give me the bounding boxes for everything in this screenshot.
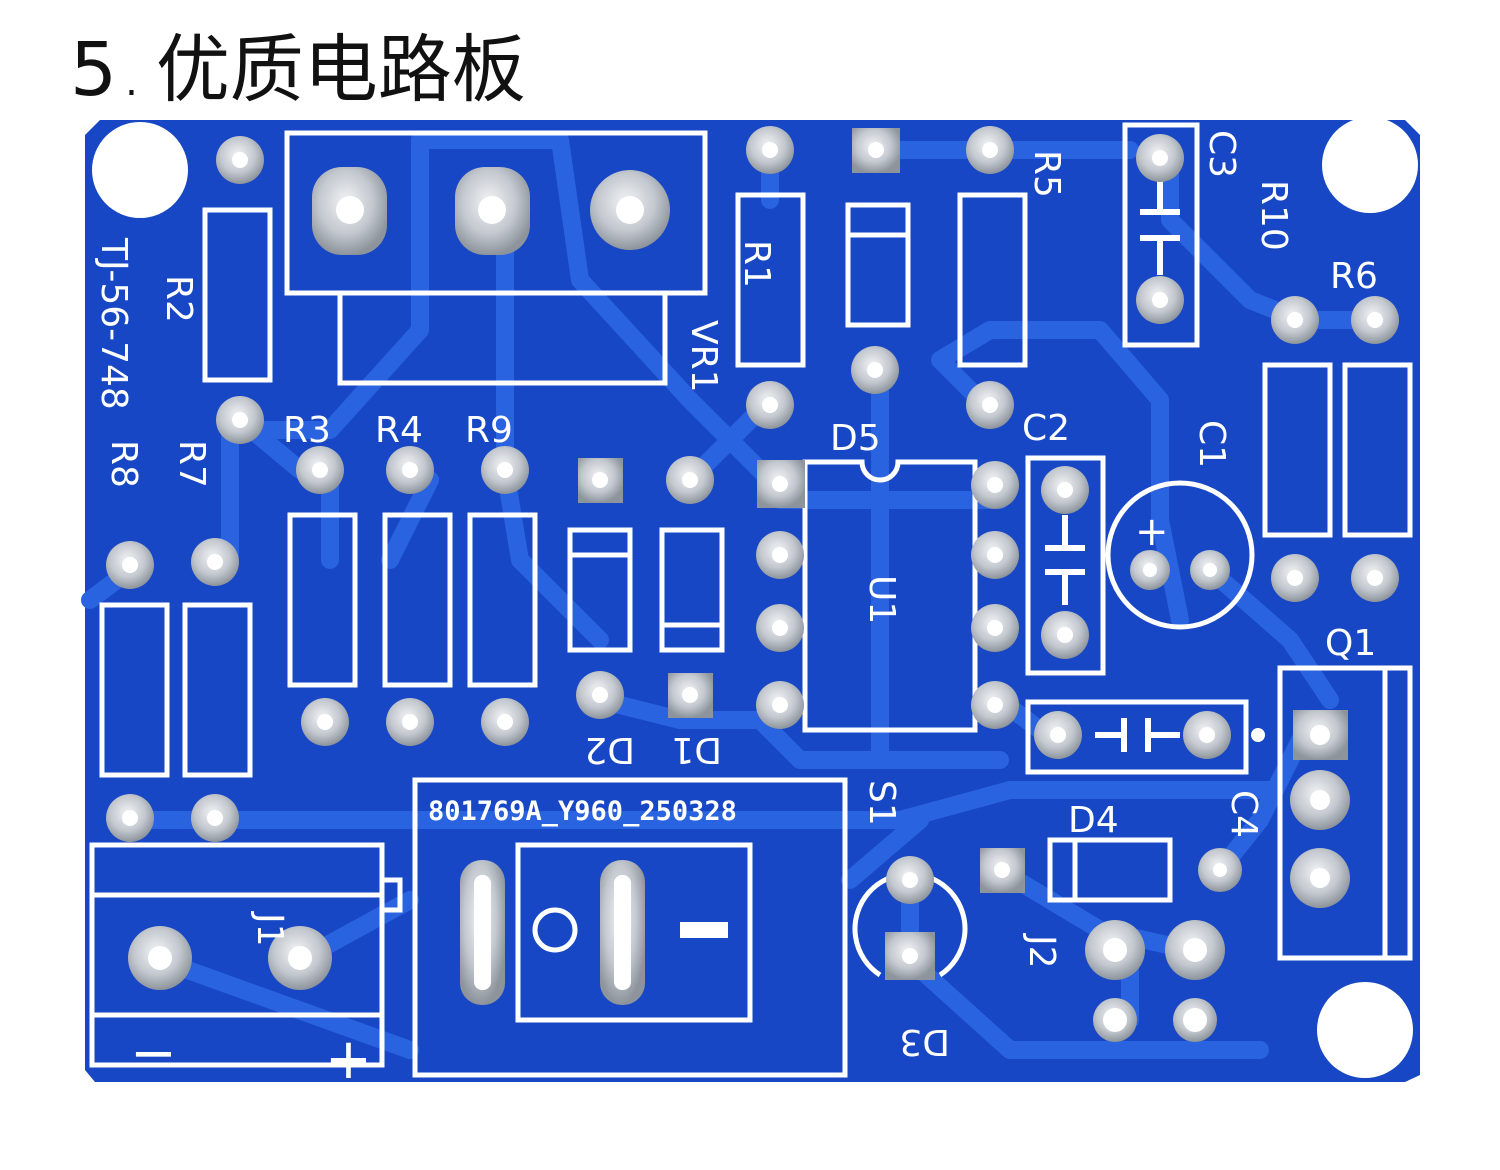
label-j2: J2: [1021, 933, 1062, 969]
label-r2: R2: [158, 275, 199, 323]
label-s1: S1: [861, 780, 902, 826]
label-r8: R8: [103, 440, 144, 488]
switch-minus-mark: [680, 922, 728, 938]
label-r10: R10: [1253, 180, 1294, 251]
solder-pads: [106, 126, 1399, 1042]
mount-hole-tr: [1322, 117, 1418, 213]
label-r9: R9: [465, 410, 513, 451]
c3-outline: [1122, 122, 1200, 348]
label-u1: U1: [861, 575, 902, 624]
d5-outline: [845, 202, 911, 328]
board-code: TJ-56-748: [93, 237, 134, 410]
label-c1-plus: +: [1135, 509, 1169, 555]
title-text: 优质电路板: [155, 27, 526, 113]
title-separator: .: [125, 59, 138, 105]
r9-outline: [467, 512, 538, 688]
u1-outline: [802, 459, 978, 733]
vr1-body: [337, 290, 668, 386]
mount-hole-tl: [92, 122, 188, 218]
label-vr1: VR1: [683, 320, 724, 393]
label-r7: R7: [171, 440, 212, 488]
c4-marker-dot: [1251, 728, 1265, 742]
label-plus: +: [325, 1027, 372, 1092]
mount-hole-br: [1317, 982, 1413, 1078]
r4-outline: [382, 512, 453, 688]
silk-labels: TJ-56-748 R2 R1 R5 C3 R10 R6 VR1 R3 R4 R…: [93, 130, 1378, 1092]
j1-outline: [89, 842, 385, 1068]
r1-outline: [735, 192, 806, 368]
label-r6: R6: [1330, 256, 1378, 297]
label-r3: R3: [283, 410, 331, 451]
label-d4: D4: [1068, 800, 1119, 841]
r8-outline: [99, 602, 170, 778]
switch-block-outline: [412, 777, 848, 1078]
d4-outline: [1047, 837, 1173, 903]
label-c4: C4: [1223, 790, 1264, 838]
label-q1: Q1: [1325, 623, 1376, 664]
r5-outline: [957, 192, 1028, 368]
c2-outline: [1025, 455, 1106, 676]
label-r5: R5: [1026, 150, 1067, 198]
r10-outline: [1262, 362, 1333, 538]
c1-outline: [1105, 480, 1255, 630]
r7-outline: [182, 602, 253, 778]
c4-outline: [1025, 699, 1249, 775]
title-number: 5: [70, 27, 120, 113]
page-title: 5 . 优质电路板: [70, 10, 526, 113]
label-c3: C3: [1201, 130, 1242, 178]
label-r1: R1: [736, 240, 777, 288]
pcb-id: 801769A_Y960_250328: [428, 796, 737, 827]
mounting-holes: [92, 117, 1418, 1078]
r3-outline: [287, 512, 358, 688]
label-d3: D3: [899, 1021, 950, 1062]
q1-outline: [1277, 665, 1413, 961]
r2-outline: [202, 207, 273, 383]
d2-outline: [567, 527, 633, 653]
label-d2: D2: [584, 729, 635, 770]
label-d5: D5: [830, 418, 881, 459]
label-c2: C2: [1022, 408, 1070, 449]
label-c1: C1: [1191, 420, 1232, 468]
label-j1: J1: [249, 911, 290, 947]
label-r4: R4: [375, 410, 423, 451]
r6-outline: [1342, 362, 1413, 538]
d1-outline: [659, 527, 725, 653]
label-minus: −: [130, 1021, 177, 1086]
label-d1: D1: [671, 729, 722, 770]
capacitor-symbols: [1045, 180, 1180, 752]
